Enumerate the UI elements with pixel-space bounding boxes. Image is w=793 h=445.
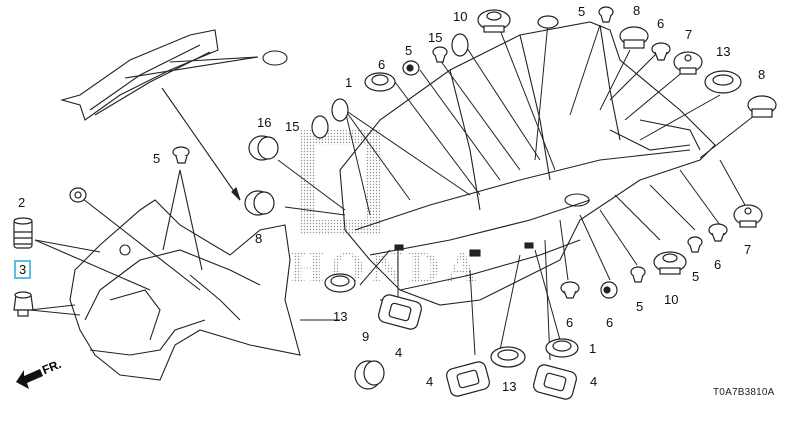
part-15-seal	[451, 33, 469, 57]
part-callout[interactable]: 4	[395, 345, 403, 360]
part-2-bushing	[13, 217, 33, 249]
part-6-clip	[560, 281, 580, 299]
part-5-clip	[630, 266, 646, 283]
part-4-plug	[533, 364, 577, 400]
part-6-clip	[708, 223, 728, 242]
part-callout[interactable]: 1	[345, 75, 353, 90]
part-callout[interactable]: 8	[633, 3, 641, 18]
part-callout[interactable]: 2	[18, 195, 26, 210]
part-3-bushing	[13, 291, 34, 317]
part-callout[interactable]: 6	[566, 315, 574, 330]
front-frame	[29, 169, 301, 381]
part-callout-highlighted[interactable]: 3	[14, 260, 32, 279]
part-callout[interactable]: 5	[405, 43, 413, 58]
part-callout[interactable]: 13	[502, 379, 517, 394]
part-5-clip	[598, 6, 614, 23]
part-callout[interactable]: 13	[333, 309, 348, 324]
part-15-seal	[537, 15, 559, 29]
part-callout[interactable]: 10	[453, 9, 468, 24]
part-8-plug	[747, 95, 777, 118]
part-callout[interactable]: 13	[716, 44, 731, 59]
part-callout[interactable]: 9	[362, 329, 370, 344]
part-4-plug	[378, 294, 422, 330]
part-callout[interactable]: 5	[692, 269, 700, 284]
part-1-grommet	[545, 338, 579, 358]
part-callout[interactable]: 5	[578, 4, 586, 19]
part-6-clip	[651, 42, 671, 61]
diagram-code: T0A7B3810A	[713, 387, 775, 398]
part-13-grommet	[704, 70, 742, 94]
part-callout[interactable]: 8	[255, 231, 263, 246]
part-1-grommet	[364, 72, 396, 92]
part-callout[interactable]: 10	[664, 292, 679, 307]
part-callout[interactable]: 8	[758, 67, 766, 82]
part-9-plug	[354, 360, 385, 390]
leader-lines	[277, 21, 756, 361]
part-callout[interactable]: 7	[744, 242, 752, 257]
part-8-plug	[244, 190, 275, 216]
part-callout[interactable]: 6	[378, 57, 386, 72]
part-7-plug	[733, 204, 763, 228]
part-callout[interactable]: 7	[685, 27, 693, 42]
grommet-small	[69, 187, 87, 203]
part-callout[interactable]: 6	[657, 16, 665, 31]
svg-text:HONDA: HONDA	[290, 243, 484, 292]
part-10-plug	[477, 9, 511, 33]
part-callout[interactable]: 6	[714, 257, 722, 272]
part-5-clip	[687, 236, 703, 253]
part-16-plug	[248, 135, 279, 161]
part-13-grommet	[490, 346, 526, 368]
part-callout[interactable]: 4	[590, 374, 598, 389]
part-callout[interactable]: 15	[285, 119, 300, 134]
part-callout[interactable]: 5	[636, 299, 644, 314]
part-15-seal	[311, 115, 329, 139]
part-10-plug	[653, 251, 687, 275]
part-6-clip	[402, 60, 420, 76]
part-callout[interactable]: 15	[428, 30, 443, 45]
part-6-clip	[600, 281, 618, 299]
part-callout[interactable]: 1	[589, 341, 597, 356]
part-callout[interactable]: 6	[606, 315, 614, 330]
part-callout[interactable]: 4	[426, 374, 434, 389]
part-callout[interactable]: 16	[257, 115, 272, 130]
grommets	[13, 6, 777, 400]
honda-watermark: HONDA	[290, 130, 484, 292]
part-8-plug	[619, 26, 649, 49]
part-7-plug	[673, 51, 703, 75]
part-5-clip	[432, 46, 448, 63]
underbody-floor	[339, 21, 716, 306]
cowl-panel	[59, 29, 288, 201]
part-13-grommet	[324, 273, 356, 293]
part-4-plug	[446, 361, 490, 397]
part-15-seal	[331, 98, 349, 122]
part-callout[interactable]: 5	[153, 151, 161, 166]
part-5-clip	[172, 146, 190, 164]
front-direction-arrow-icon	[16, 369, 43, 389]
